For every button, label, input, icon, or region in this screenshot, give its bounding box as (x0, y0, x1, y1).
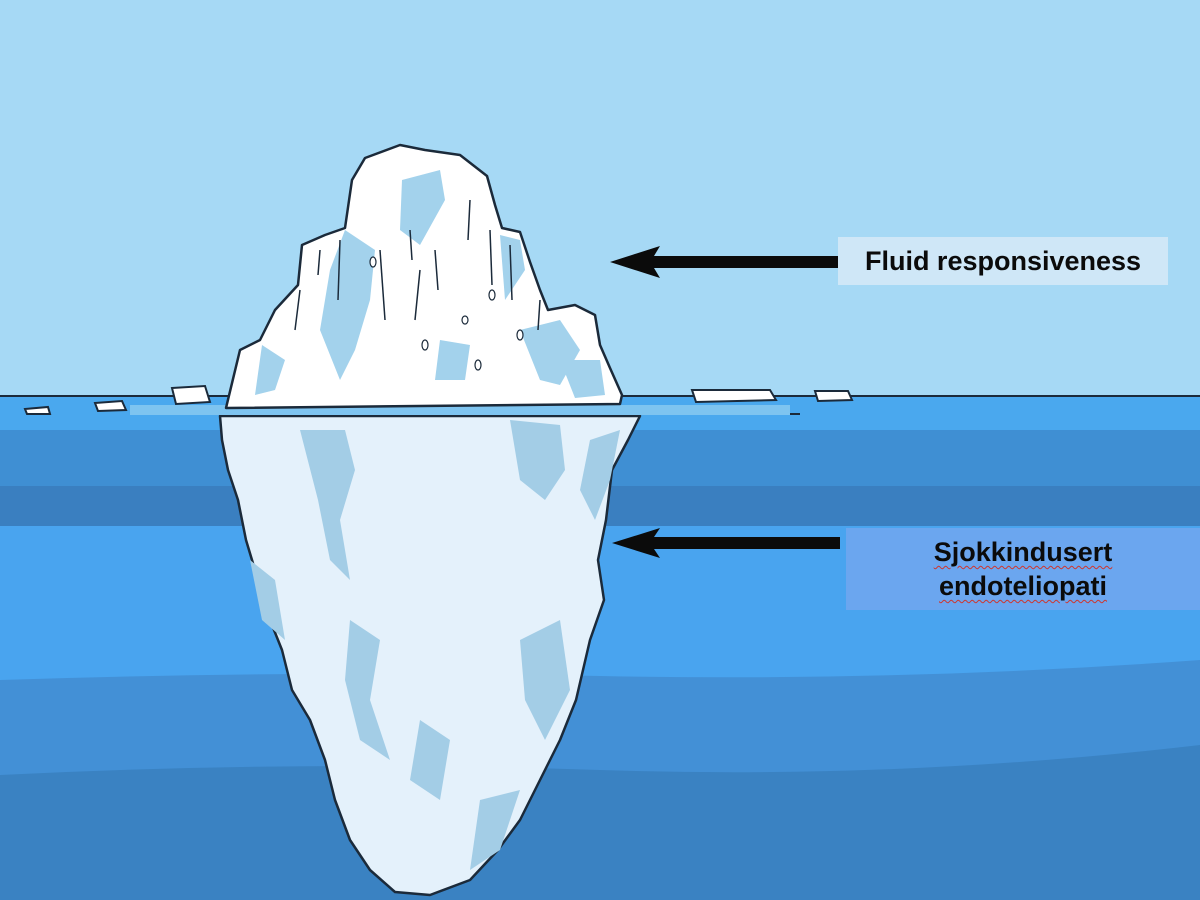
label-shock-endotheliopathy: Sjokkindusert endoteliopati (846, 528, 1200, 610)
iceberg-above-shadows (255, 170, 605, 398)
iceberg-drop-marks (369, 256, 524, 371)
ice-floes (23, 384, 854, 415)
label-bottom-line2: endoteliopati (939, 571, 1107, 601)
arrow-left-icon (612, 528, 840, 558)
sky (0, 0, 1200, 400)
ice-floe-shelf (130, 405, 790, 415)
label-bottom-line1: Sjokkindusert (933, 537, 1113, 567)
water-band-5 (0, 745, 1200, 900)
iceberg-drips (294, 199, 541, 331)
label-fluid-responsiveness: Fluid responsiveness (838, 237, 1168, 285)
arrow-left-icon (610, 246, 840, 278)
iceberg-underwater-shadows (250, 420, 620, 870)
